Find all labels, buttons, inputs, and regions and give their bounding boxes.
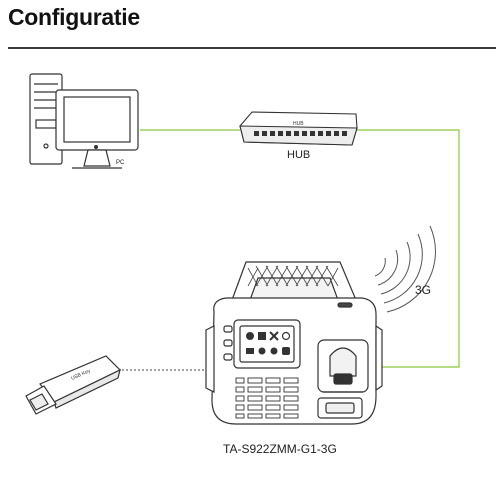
page-title: Configuratie — [8, 4, 140, 30]
pc-label: PC — [116, 160, 125, 166]
hub-label: HUB — [287, 149, 311, 161]
handle-grip — [247, 265, 339, 287]
keypad — [235, 377, 299, 419]
hub-to-device-line — [357, 129, 460, 368]
usb-key-icon: USB Key — [25, 355, 122, 415]
device-icon — [205, 261, 383, 425]
hub-icon: HUB — [239, 111, 358, 146]
device-label: TA-S922ZMM-G1-3G — [223, 442, 337, 456]
network-lines — [118, 129, 460, 371]
side-buttons — [223, 325, 233, 361]
pc-icon — [29, 73, 139, 169]
signal-waves-icon — [374, 225, 436, 313]
hub-ports — [254, 131, 347, 136]
title-divider — [8, 47, 496, 49]
hub-box-text: HUB — [293, 121, 304, 127]
signal-label: 3G — [415, 283, 432, 297]
display-icons — [246, 331, 291, 355]
